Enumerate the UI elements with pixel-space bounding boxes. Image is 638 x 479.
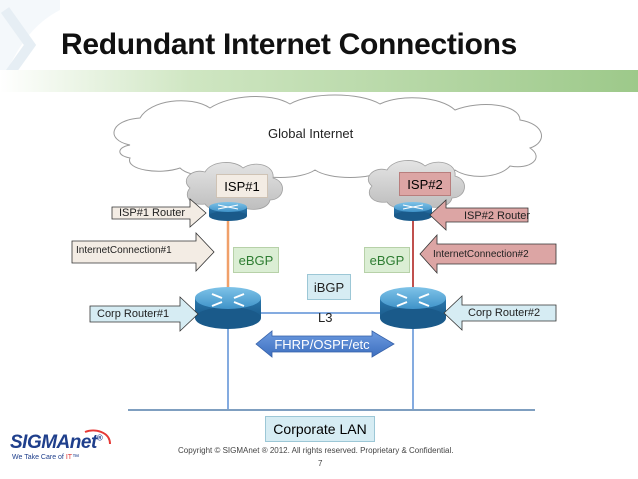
isp2-router-label: ISP#2 Router <box>464 210 531 222</box>
ebgp-left-label: eBGP <box>233 247 279 273</box>
header-decoration <box>0 0 638 92</box>
copyright-text: Copyright © SIGMAnet ® 2012. All rights … <box>178 446 454 455</box>
logo-tagline: We Take Care of IT™ <box>12 454 80 461</box>
fhrp-label: FHRP/OSPF/etc <box>274 336 370 352</box>
corporate-lan-label: Corporate LAN <box>265 416 375 442</box>
internet-connection1-arrow <box>71 231 215 273</box>
corp-router2-icon <box>380 287 446 329</box>
corp-router1-icon <box>195 287 261 329</box>
sigmanet-logo-icon <box>84 429 111 445</box>
ebgp-right-label: eBGP <box>364 247 410 273</box>
page-title: Redundant Internet Connections <box>61 28 518 61</box>
isp2-router-arrow <box>429 199 529 231</box>
corp-router2-arrow <box>443 295 557 331</box>
isp1-label: ISP#1 <box>216 174 268 198</box>
corp-router1-arrow <box>89 296 199 332</box>
global-internet-label: Global Internet <box>268 126 354 141</box>
l3-label: L3 <box>318 310 333 325</box>
internet-connection2-label: InternetConnection#2 <box>433 249 529 260</box>
internet-connection1-label: InternetConnection#1 <box>76 245 172 256</box>
isp1-router-arrow <box>111 198 207 228</box>
isp2-label: ISP#2 <box>399 172 451 196</box>
isp1-router-icon <box>209 202 247 221</box>
corp-router2-label: Corp Router#2 <box>468 307 541 319</box>
sigmanet-logo: SIGMAnet® <box>10 432 103 453</box>
isp1-router-label: ISP#1 Router <box>119 207 186 219</box>
ibgp-label: iBGP <box>307 274 351 300</box>
page-number: 7 <box>318 459 323 468</box>
internet-connection2-arrow <box>419 233 557 275</box>
isp2-router-icon <box>394 202 432 221</box>
fhrp-arrow <box>255 330 395 358</box>
corp-router1-label: Corp Router#1 <box>97 308 170 320</box>
